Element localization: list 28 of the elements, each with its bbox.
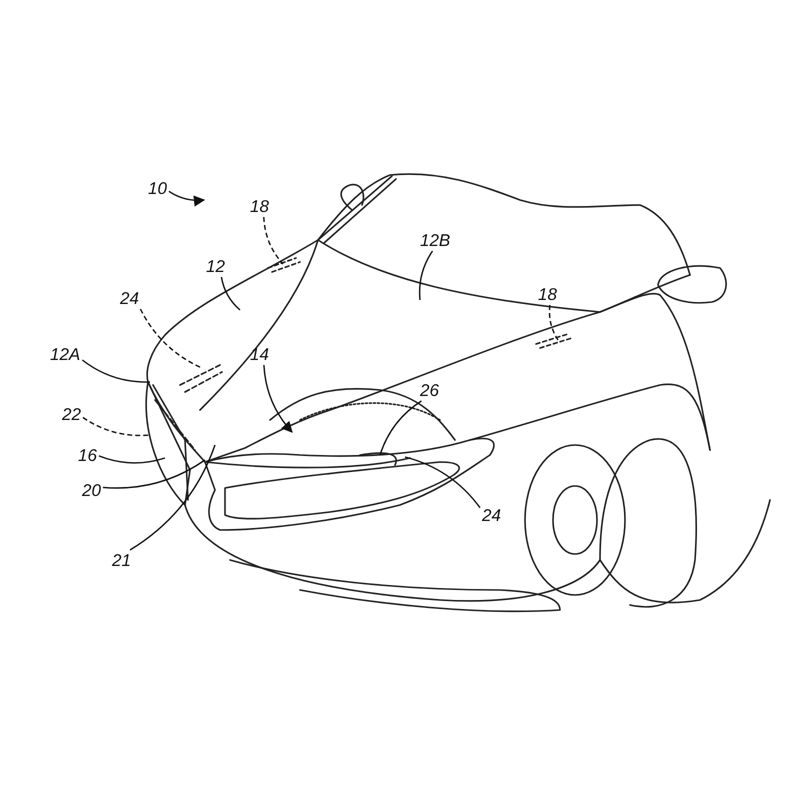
leader-line: [98, 455, 166, 464]
callout-number: 24: [120, 290, 139, 307]
leader-line: [130, 444, 216, 551]
leader-line: [82, 416, 150, 436]
leader-line: [379, 400, 422, 456]
callout-number: 16: [78, 447, 97, 464]
callout-number: 24: [482, 507, 501, 524]
arrow: [263, 364, 293, 433]
leader-line: [418, 250, 434, 300]
leader-line: [82, 359, 150, 383]
callout-number: 12: [206, 258, 225, 275]
callout-number: 18: [250, 198, 269, 215]
callout-number: 12B: [420, 232, 450, 249]
callout-number: 12A: [50, 346, 80, 363]
leader-line: [102, 459, 206, 489]
callout-number: 26: [420, 382, 439, 399]
leader-line: [220, 276, 240, 311]
leader-line: [263, 216, 284, 264]
leader-line: [140, 308, 202, 369]
leader-line: [548, 304, 559, 340]
callout-number: 20: [82, 482, 101, 499]
callout-number: 14: [250, 346, 269, 363]
callout-number: 18: [538, 286, 557, 303]
leader-line: [404, 456, 481, 508]
callout-number: 10: [148, 180, 167, 197]
arrow: [168, 190, 206, 206]
callout-number: 21: [112, 552, 131, 569]
callout-number: 22: [62, 406, 81, 423]
